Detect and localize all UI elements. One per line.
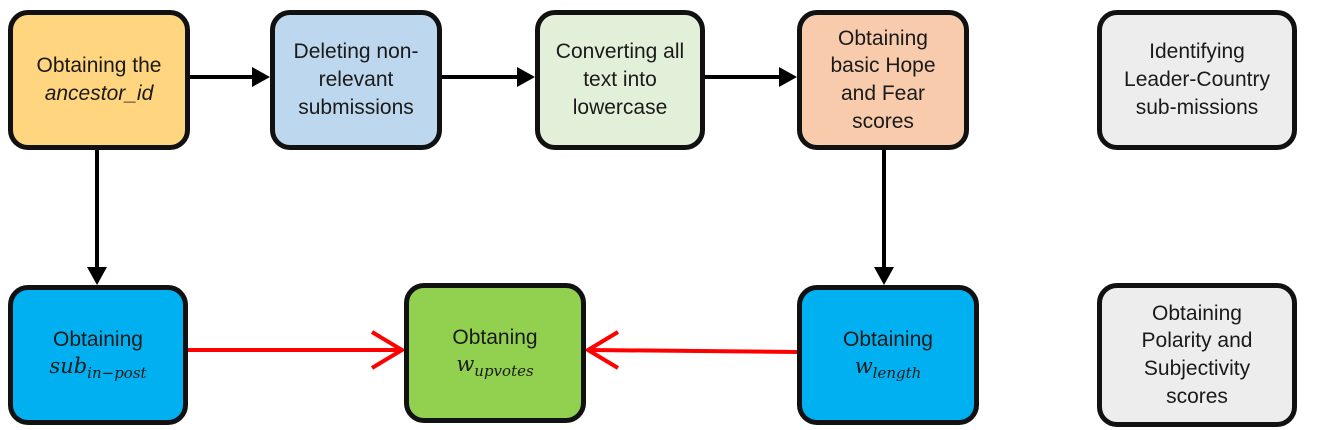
arrowhead-ancestor-to-deleting	[252, 67, 270, 87]
node-leader-country: Identifying Leader-Country sub-missions	[1097, 10, 1297, 150]
arrowhead-hopefear-to-wlength	[874, 267, 894, 285]
node-label: Identifying	[1149, 40, 1245, 64]
node-label: and Fear	[840, 82, 926, 105]
math-base: sub	[49, 354, 88, 379]
node-converting-lowercase: Converting all text into lowercase	[535, 10, 705, 150]
node-label: Deleting non-	[293, 40, 419, 64]
arrowhead-lowercase-to-hopefear	[779, 67, 797, 87]
node-sub-in-post: Obtaining subin−post	[8, 285, 188, 425]
node-label: Polarity and	[1141, 329, 1253, 353]
node-label: lowercase	[572, 95, 668, 119]
node-math-label: wupvotes	[452, 351, 537, 382]
math-base: w	[456, 352, 475, 377]
node-label: Obtaining	[838, 26, 928, 50]
node-label: text into	[583, 68, 657, 92]
node-label: scores	[852, 109, 914, 133]
math-subscript: length	[872, 364, 922, 383]
node-label: Obtaining	[1152, 301, 1242, 325]
node-label: submissions	[298, 95, 414, 119]
node-w-upvotes: Obtaning wupvotes	[404, 283, 586, 423]
node-label: Obtaning	[452, 325, 538, 349]
math-subscript: upvotes	[474, 362, 534, 381]
node-math-label: subin−post	[49, 353, 146, 384]
node-obtaining-ancestor-id: Obtaining the ancestor_id	[8, 10, 190, 150]
math-subscript: in−post	[87, 364, 147, 383]
arrowhead-wlength-to-wupvotes	[584, 330, 620, 370]
node-label: Converting all	[555, 40, 685, 64]
node-label: scores	[1166, 384, 1228, 408]
node-math-label: wlength	[843, 353, 933, 384]
arrowhead-ancestor-to-subinpost	[87, 267, 107, 285]
node-label: Obtaining	[843, 327, 933, 351]
node-label: Obtaining the	[36, 54, 162, 78]
node-label-italic: ancestor_id	[44, 82, 154, 105]
math-base: w	[854, 354, 873, 379]
node-label: Leader-Country	[1124, 68, 1270, 92]
arrowhead-subinpost-to-wupvotes	[370, 330, 406, 370]
edge-wlength-to-wupvotes	[589, 348, 798, 354]
node-w-length: Obtaining wlength	[797, 285, 979, 425]
node-hope-fear-scores: Obtaining basic Hope and Fear scores	[797, 10, 969, 150]
node-label: basic Hope	[830, 54, 936, 78]
node-label: relevant	[318, 68, 394, 92]
node-label: Subjectivity	[1143, 357, 1251, 380]
node-label: Obtaining	[53, 327, 143, 351]
node-deleting-submissions: Deleting non- relevant submissions	[270, 10, 442, 150]
node-label: sub-missions	[1135, 95, 1259, 119]
node-polarity-subjectivity: Obtaining Polarity and Subjectivity scor…	[1097, 283, 1297, 427]
arrowhead-deleting-to-lowercase	[517, 67, 535, 87]
